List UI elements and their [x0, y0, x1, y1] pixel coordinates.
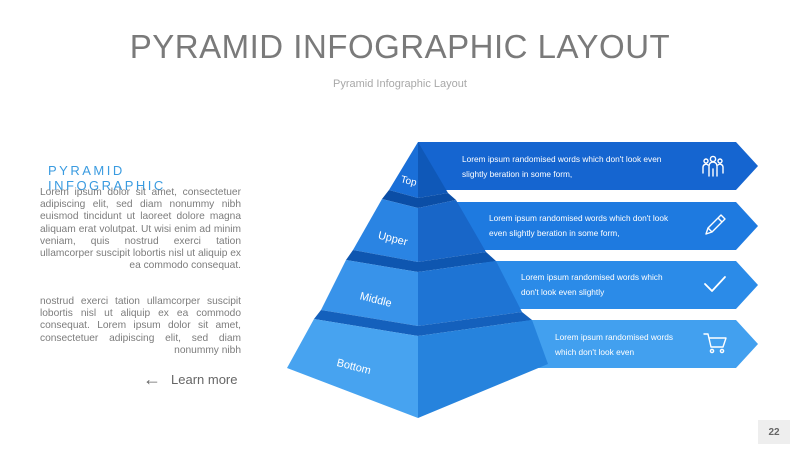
- pyramid-bottom-front-face: [287, 319, 418, 418]
- band-upper: [450, 202, 758, 250]
- band-text-middle: Lorem ipsum randomised words which don't…: [521, 272, 663, 297]
- pencil-icon: [705, 214, 726, 235]
- arrow-left-icon: ←: [143, 369, 161, 389]
- band-bottom: [516, 320, 758, 368]
- learn-more-link[interactable]: ← Learn more: [143, 370, 237, 388]
- pyramid-top-right-face: [418, 142, 448, 198]
- band-text-top: Lorem ipsum randomised words which don't…: [462, 154, 662, 179]
- pyramid-bottom-right-face: [418, 320, 548, 418]
- pyramid-upper-right-face: [418, 200, 486, 262]
- pyramid-top-front-face: [389, 142, 418, 198]
- band-text-bottom: Lorem ipsum randomised words which don't…: [555, 332, 674, 357]
- left-heading: PYRAMID INFOGRAPHIC: [48, 163, 166, 193]
- pyramid-middle-front-face: [321, 260, 418, 326]
- pyramid-middle-separator: [314, 310, 532, 336]
- team-icon: [702, 155, 724, 177]
- left-paragraph-2: nostrud exerci tation ullamcorper suscip…: [40, 296, 241, 356]
- slide-subtitle: Pyramid Infographic Layout: [333, 78, 467, 90]
- left-paragraph-1: Lorem ipsum dolor sit amet, consectetuer…: [40, 187, 242, 272]
- band-top: [418, 142, 758, 190]
- slide-title: PYRAMID INFOGRAPHIC LAYOUT: [129, 28, 671, 65]
- pyramid-upper-front-face: [353, 199, 418, 262]
- pyramid-top-separator: [382, 190, 456, 208]
- checkmark-icon: [704, 276, 726, 292]
- pyramid-middle-right-face: [418, 261, 522, 326]
- pyramid-upper-separator: [346, 250, 496, 272]
- page-number: 22: [758, 420, 790, 444]
- shopping-cart-icon: [703, 333, 727, 354]
- level-label-top: Top: [399, 174, 418, 189]
- band-text-upper: Lorem ipsum randomised words which don't…: [489, 213, 669, 238]
- learn-more-label: Learn more: [171, 371, 238, 387]
- band-middle: [482, 261, 758, 309]
